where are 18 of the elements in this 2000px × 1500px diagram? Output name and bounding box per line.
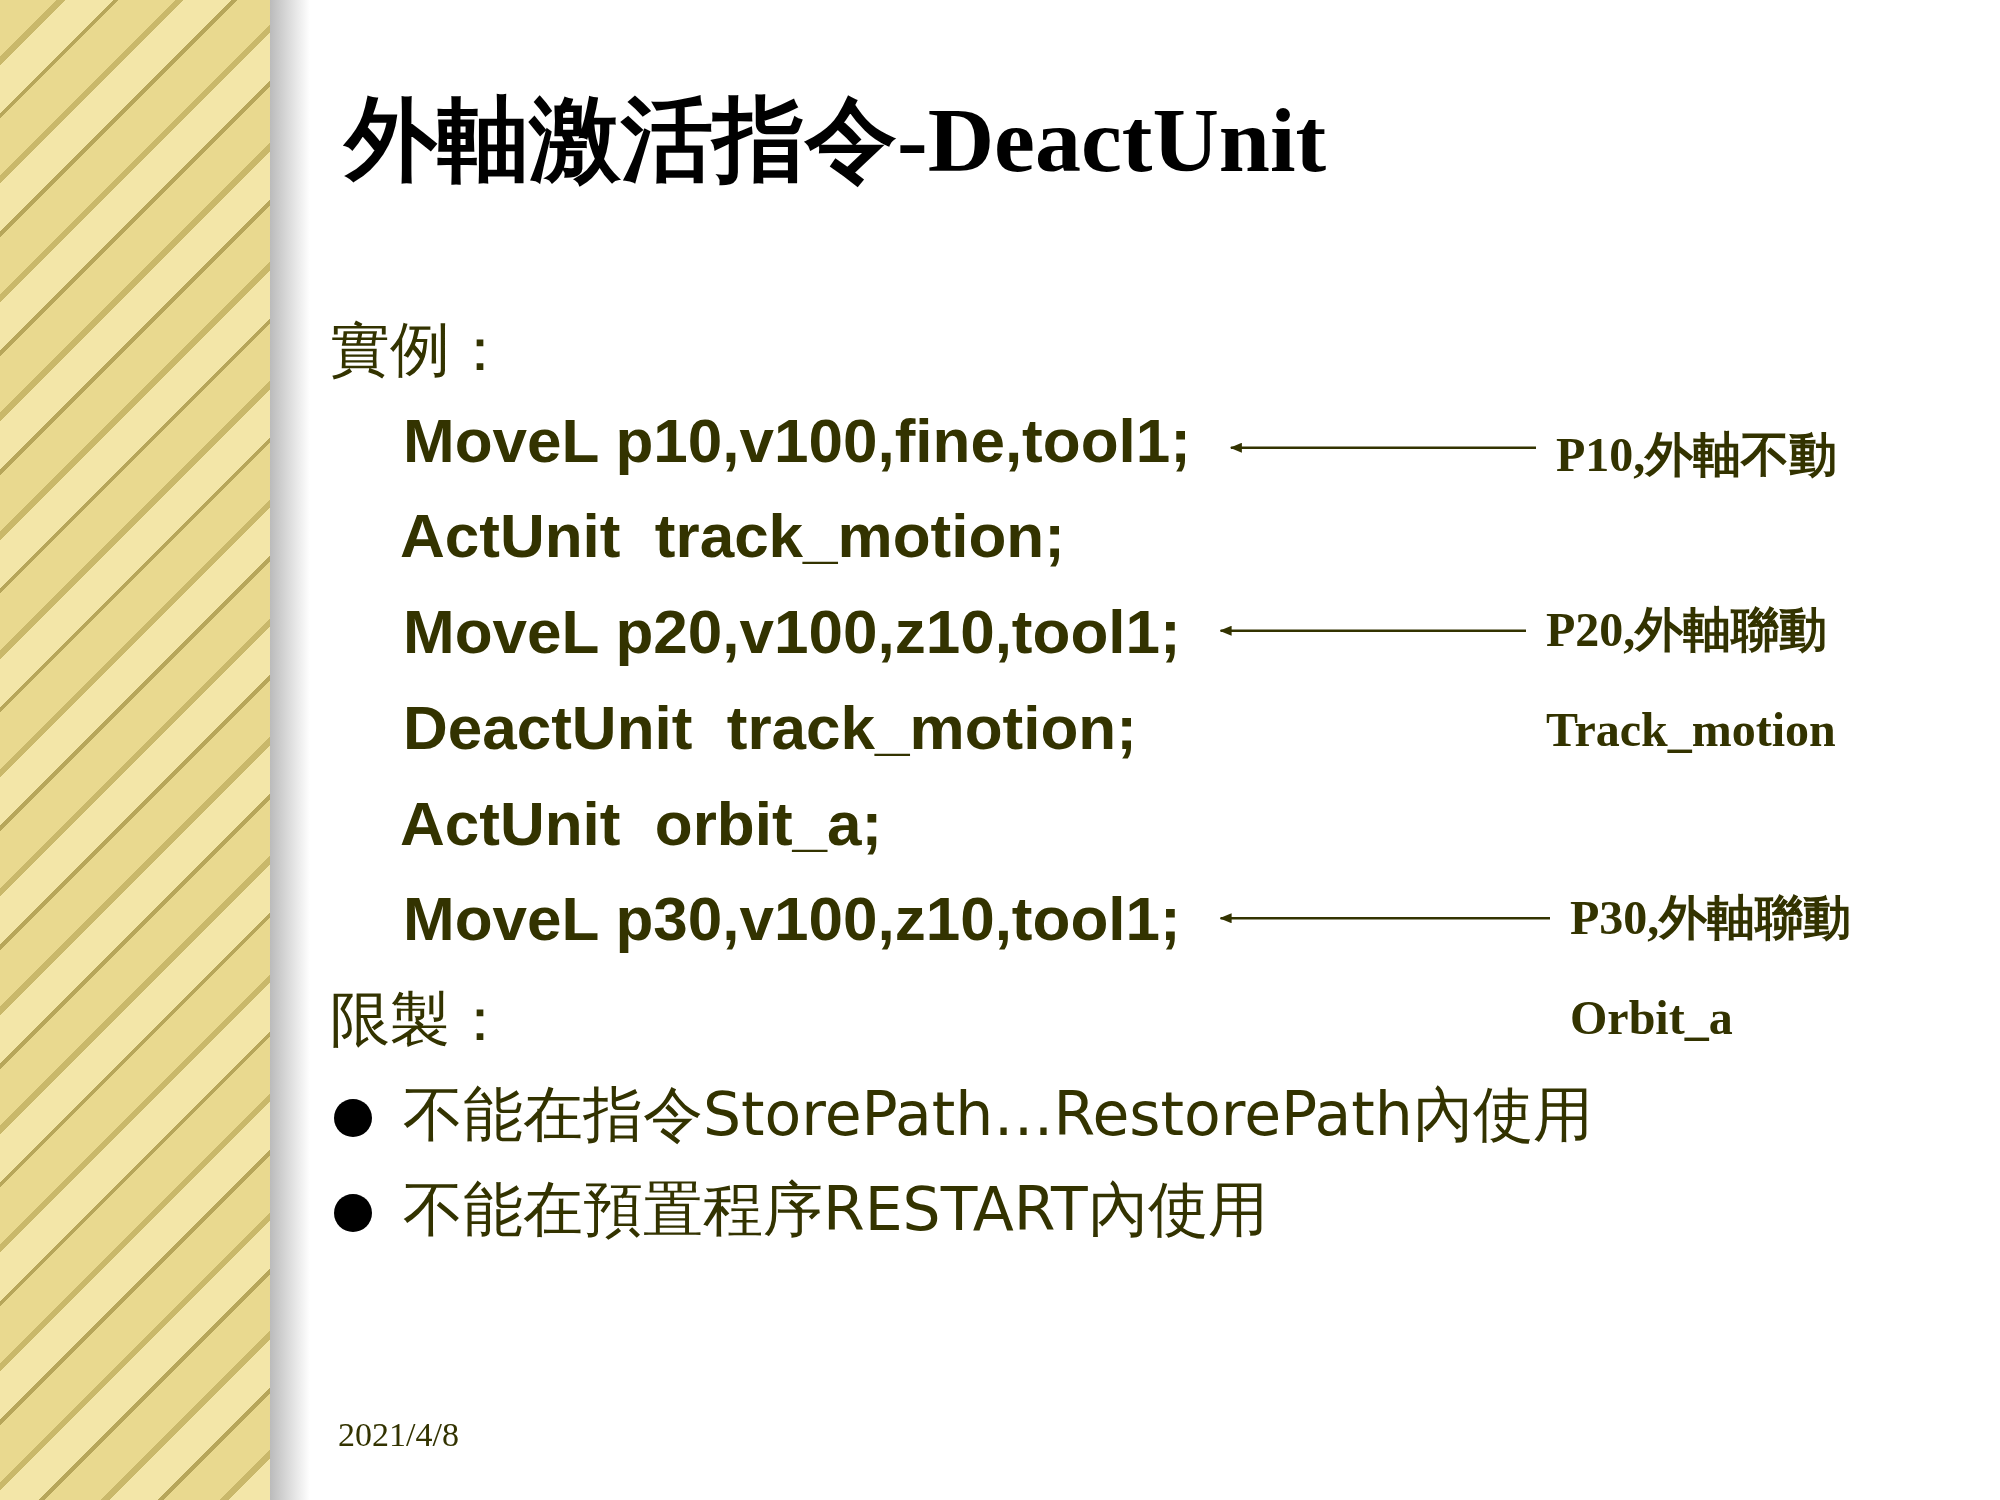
- annotation-text: P30,外軸聯動 Orbit_a: [1570, 868, 1852, 1068]
- arrow: [1229, 442, 1536, 453]
- code-line: ActUnit orbit_a;: [400, 788, 883, 859]
- section-heading: 限製：: [330, 983, 510, 1056]
- arrow: [1219, 913, 1550, 924]
- code-line: MoveL p30,v100,z10,tool1;: [403, 883, 1181, 954]
- code-line: DeactUnit track_motion;: [403, 692, 1137, 763]
- annotation-text: P10,外軸不動: [1556, 405, 1838, 505]
- bullet-text: 不能在指令StorePath…RestorePath內使用: [403, 1078, 1593, 1151]
- annotation-text: P20,外軸聯動 Track_motion: [1546, 580, 1836, 780]
- code-line: MoveL p10,v100,fine,tool1;: [403, 405, 1191, 476]
- code-line: MoveL p20,v100,z10,tool1;: [403, 596, 1181, 667]
- arrow: [1219, 625, 1526, 636]
- bullet-text: 不能在預置程序RESTART內使用: [403, 1173, 1268, 1246]
- date-text: 2021/4/8: [338, 1416, 459, 1454]
- code-line: ActUnit track_motion;: [400, 500, 1065, 571]
- section-heading: 實例：: [330, 313, 510, 386]
- slide-title: 外軸激活指令-DeactUnit: [345, 88, 1327, 193]
